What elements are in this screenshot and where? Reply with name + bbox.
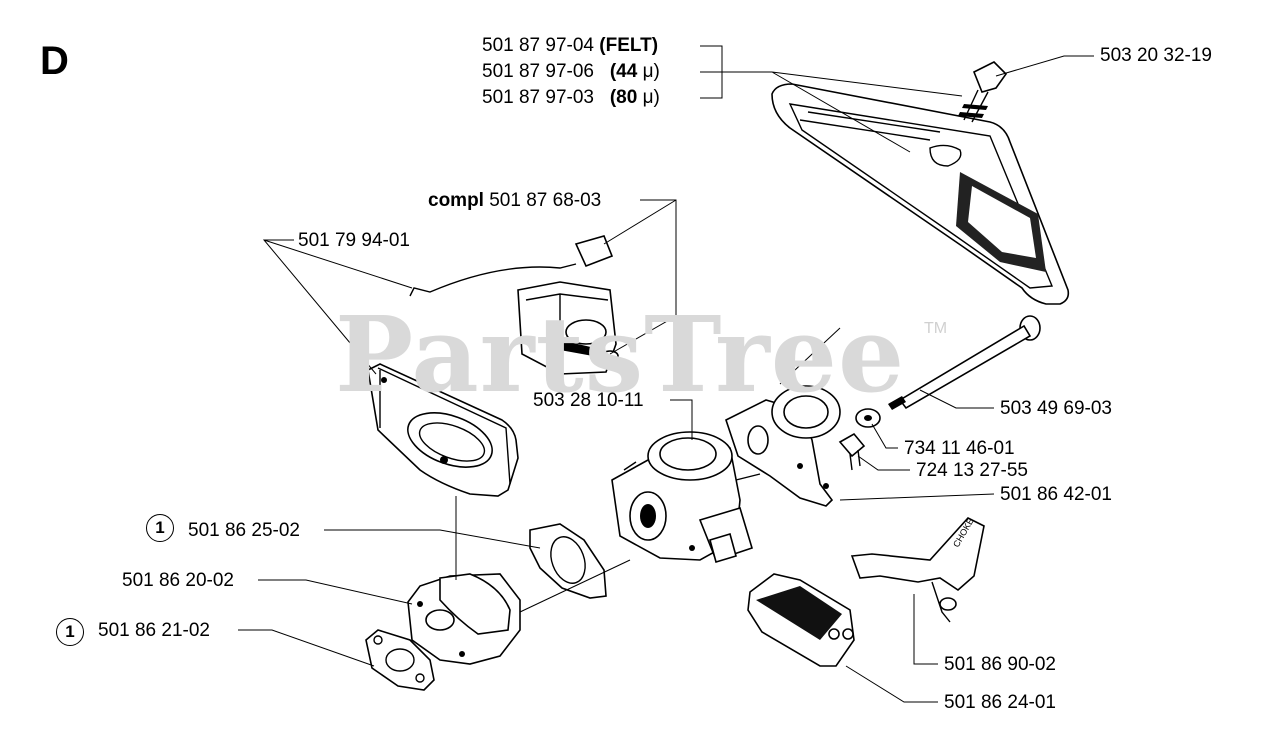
label-carburetor[interactable]: 503 28 10-11 [533,390,644,411]
label-compl-assembly[interactable]: compl 501 87 68-03 [428,190,601,212]
compl-prefix: compl [428,190,484,211]
intake-elbow [407,573,521,665]
air-filter-block [747,573,855,667]
part-desc: (80 [609,87,638,108]
alignment-lines [455,327,841,613]
label-filter-80: 501 87 97-03 (80 μ) [482,87,660,109]
gasket-plate [367,363,519,497]
label-long-bolt[interactable]: 503 49 69-03 [1000,398,1112,419]
label-intake-gasket[interactable]: 501 86 21-02 [98,620,210,641]
leader-lines [238,45,1094,703]
label-small-gasket[interactable]: 501 86 25-02 [188,520,300,541]
choke-lever: CHOKE [850,516,985,623]
intake-gasket [365,629,435,691]
ref-marker-1: 1 [146,514,174,542]
label-intake-elbow[interactable]: 501 86 20-02 [122,570,234,591]
carburetor [611,431,761,564]
small-gasket [529,523,607,599]
trademark-mark: TM [924,320,948,337]
label-carb-housing[interactable]: 501 86 42-01 [1000,484,1112,505]
long-bolt [888,315,1041,410]
part-desc: (FELT) [599,35,659,56]
label-filter-44: 501 87 97-06 (44 μ) [482,61,660,83]
label-filter-felt: 501 87 97-04 (FELT) [482,35,658,57]
washer [855,408,881,428]
label-small-screw[interactable]: 724 13 27-55 [916,460,1028,481]
part-number: 501 87 97-03 [482,87,594,108]
label-gasket-plate[interactable]: 501 79 94-01 [298,230,410,251]
part-number: 501 87 97-04 [482,35,594,56]
air-filter-cover [771,83,1070,305]
carb-housing [725,385,841,507]
part-unit: μ) [642,87,660,108]
part-desc: (44 [609,61,638,82]
section-letter: D [40,39,69,83]
top-screw [958,61,1008,123]
watermark: PartsTree [335,293,906,416]
label-washer[interactable]: 734 11 46-01 [904,438,1015,459]
ref-marker-1b: 1 [56,618,84,646]
throttle-assembly [409,235,619,375]
label-air-filter-block[interactable]: 501 86 24-01 [944,692,1056,713]
part-unit: μ) [642,61,660,82]
label-top-screw[interactable]: 503 20 32-19 [1100,45,1212,66]
label-choke-lever[interactable]: 501 86 90-02 [944,654,1056,675]
small-screw [838,432,866,471]
part-number: 501 87 68-03 [489,190,602,211]
part-number: 501 87 97-06 [482,61,594,82]
